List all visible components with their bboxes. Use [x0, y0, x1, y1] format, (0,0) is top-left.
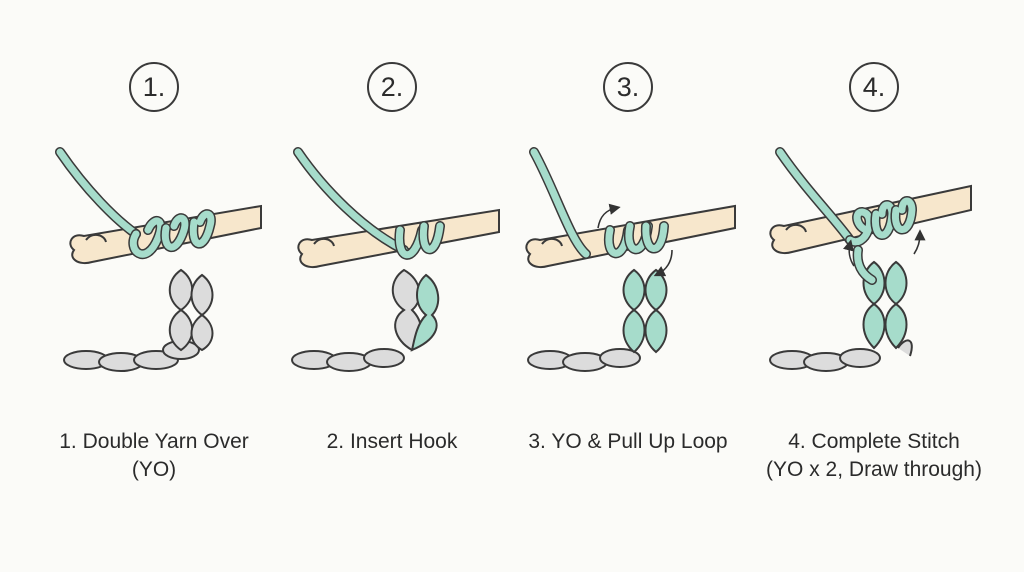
chain-stitch-icon — [291, 348, 405, 372]
step-2-illustration — [291, 147, 500, 372]
step-3-caption-line-1: 3. YO & Pull Up Loop — [528, 430, 728, 453]
motion-arrow-icon — [653, 249, 673, 277]
motion-arrow-icon — [843, 239, 855, 267]
step-4-caption-line-1: 4. Complete Stitch — [788, 430, 960, 453]
step-1-illustration — [55, 147, 262, 372]
step-4-caption: 4. Complete Stitch (YO x 2, Draw through… — [746, 428, 1002, 484]
motion-arrow-icon — [913, 229, 926, 255]
yarn-strand-icon — [775, 147, 918, 285]
step-3-caption: 3. YO & Pull Up Loop — [500, 428, 756, 456]
step-2-caption-line-1: 2. Insert Hook — [326, 430, 458, 453]
step-2: 2. 2. — [264, 0, 520, 572]
step-1-caption: 1. Double Yarn Over (YO) — [26, 428, 282, 484]
stitch-column-icon — [622, 268, 668, 354]
stitch-column-icon — [391, 268, 440, 352]
step-2-caption: 2. Insert Hook — [264, 428, 520, 456]
yarn-strand-icon — [293, 147, 445, 260]
chain-stitch-icon — [63, 340, 200, 372]
step-3-illustration — [525, 147, 736, 372]
step-1-caption-line-1: 1. Double Yarn Over — [59, 430, 249, 453]
motion-arrow-icon — [597, 203, 621, 229]
step-1: 1. — [26, 0, 282, 572]
chain-stitch-icon — [527, 348, 641, 372]
yarn-strand-icon — [529, 147, 669, 259]
step-number-4: 4. — [849, 62, 899, 112]
step-4: 4. — [746, 0, 1002, 572]
step-number-1: 1. — [129, 62, 179, 112]
step-3: 3. — [500, 0, 756, 572]
step-number-2: 2. — [367, 62, 417, 112]
step-4-caption-line-2: (YO x 2, Draw through) — [766, 458, 982, 481]
yarn-strand-icon — [55, 147, 216, 259]
step-number-3: 3. — [603, 62, 653, 112]
step-4-illustration — [769, 147, 972, 372]
chain-stitch-icon — [769, 348, 881, 372]
stitch-column-icon — [168, 268, 214, 352]
step-1-caption-line-2: (YO) — [131, 458, 177, 481]
